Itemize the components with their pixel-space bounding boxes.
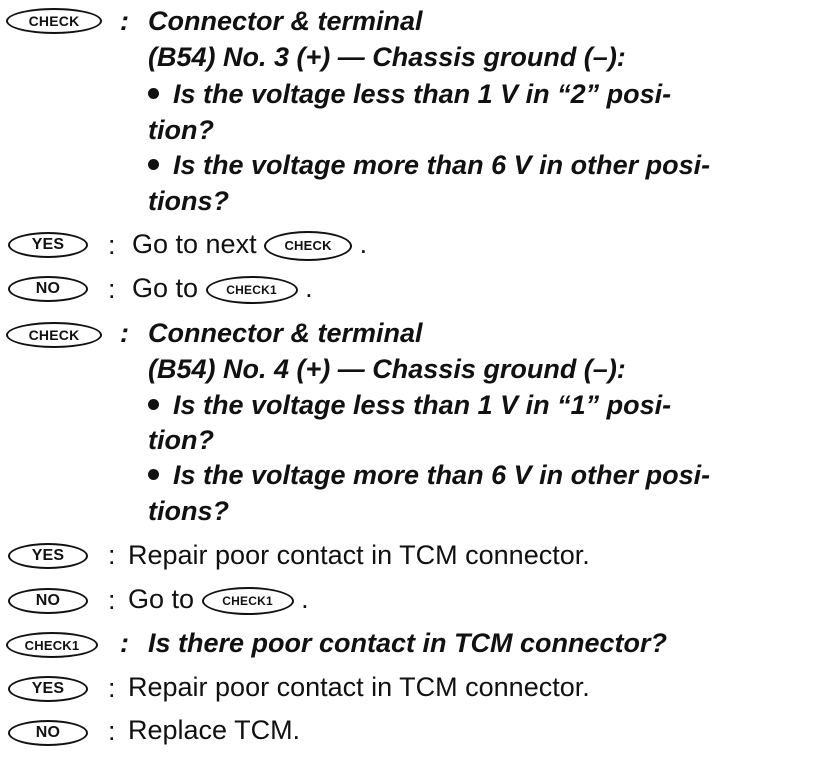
no-badge-1: NO [8, 276, 88, 302]
block2-bullet1-a: Is the voltage less than 1 V in “1” posi… [148, 390, 671, 420]
no2-label: Go to [128, 584, 195, 614]
no3-text: Replace TCM. [128, 715, 301, 745]
bullet-icon [148, 88, 159, 100]
block2-bullet2-a: Is the voltage more than 6 V in other po… [148, 460, 710, 490]
block1-bullet2-b: tions? [148, 186, 229, 216]
yes3-text: Repair poor contact in TCM connector. [128, 672, 590, 702]
colon-yes-2: : [108, 540, 116, 570]
colon-yes-1: : [108, 230, 116, 260]
block1-bullet2-a: Is the voltage more than 6 V in other po… [148, 150, 710, 180]
bullet-icon [148, 399, 159, 411]
yes-badge-1: YES [8, 232, 88, 258]
block1-line1: Connector & terminal [148, 6, 423, 36]
check-inline-badge: CHECK [264, 230, 353, 261]
bullet-icon [148, 469, 159, 481]
colon-1: : [120, 6, 129, 36]
bullet-text: Is the voltage less than 1 V in “1” posi… [173, 390, 672, 420]
no2-end: . [301, 584, 309, 614]
block1-bullet1-a: Is the voltage less than 1 V in “2” posi… [148, 79, 671, 109]
no-badge-3: NO [8, 720, 88, 746]
no1-end: . [305, 273, 313, 303]
yes-badge-2: YES [8, 543, 88, 569]
check1-inline-badge: CHECK1 [201, 586, 294, 615]
yes2-text: Repair poor contact in TCM connector. [128, 540, 590, 570]
colon-yes-3: : [108, 673, 116, 703]
bullet-text: Is the voltage more than 6 V in other po… [173, 460, 711, 490]
bullet-text: Is the voltage more than 6 V in other po… [173, 150, 711, 180]
colon-no-1: : [108, 274, 116, 304]
block3-question: Is there poor contact in TCM connector? [148, 628, 668, 658]
colon-no-2: : [108, 585, 116, 615]
no-badge-2: NO [8, 588, 88, 614]
block2-bullet2-b: tions? [148, 496, 229, 526]
no1-text: Go to CHECK1 . [132, 273, 313, 304]
block2-line1: Connector & terminal [148, 318, 423, 348]
check-badge-1: CHECK [6, 8, 102, 34]
block2-bullet1-b: tion? [148, 425, 214, 455]
yes1-text: Go to next CHECK . [132, 229, 367, 261]
block1-line2: (B54) No. 3 (+) — Chassis ground (–): [148, 42, 626, 72]
no2-text: Go to CHECK1 . [128, 584, 309, 615]
bullet-icon [148, 159, 159, 171]
yes1-end: . [359, 229, 368, 259]
check1-badge: CHECK1 [6, 632, 98, 658]
block2-line2: (B54) No. 4 (+) — Chassis ground (–): [148, 354, 626, 384]
no1-label: Go to [132, 273, 199, 303]
bullet-text: Is the voltage less than 1 V in “2” posi… [173, 79, 672, 109]
block1-bullet1-b: tion? [148, 115, 214, 145]
check-badge-2: CHECK [6, 322, 102, 348]
yes1-label: Go to next [132, 229, 257, 259]
colon-3: : [120, 628, 129, 658]
yes-badge-3: YES [8, 676, 88, 702]
colon-2: : [120, 318, 129, 348]
check1-inline-badge: CHECK1 [205, 275, 298, 304]
colon-no-3: : [108, 716, 116, 746]
